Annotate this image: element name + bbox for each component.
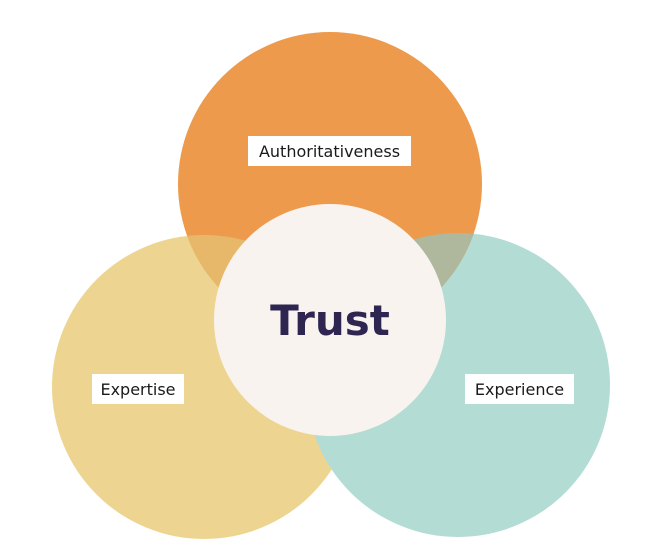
authoritativeness-label-box: Authoritativeness	[248, 136, 411, 166]
authoritativeness-label: Authoritativeness	[259, 142, 400, 161]
trust-label: Trust	[270, 296, 390, 345]
experience-label: Experience	[475, 380, 564, 399]
trust-circle	[214, 204, 446, 436]
expertise-label: Expertise	[100, 380, 175, 399]
experience-label-box: Experience	[465, 374, 574, 404]
expertise-label-box: Expertise	[92, 374, 184, 404]
